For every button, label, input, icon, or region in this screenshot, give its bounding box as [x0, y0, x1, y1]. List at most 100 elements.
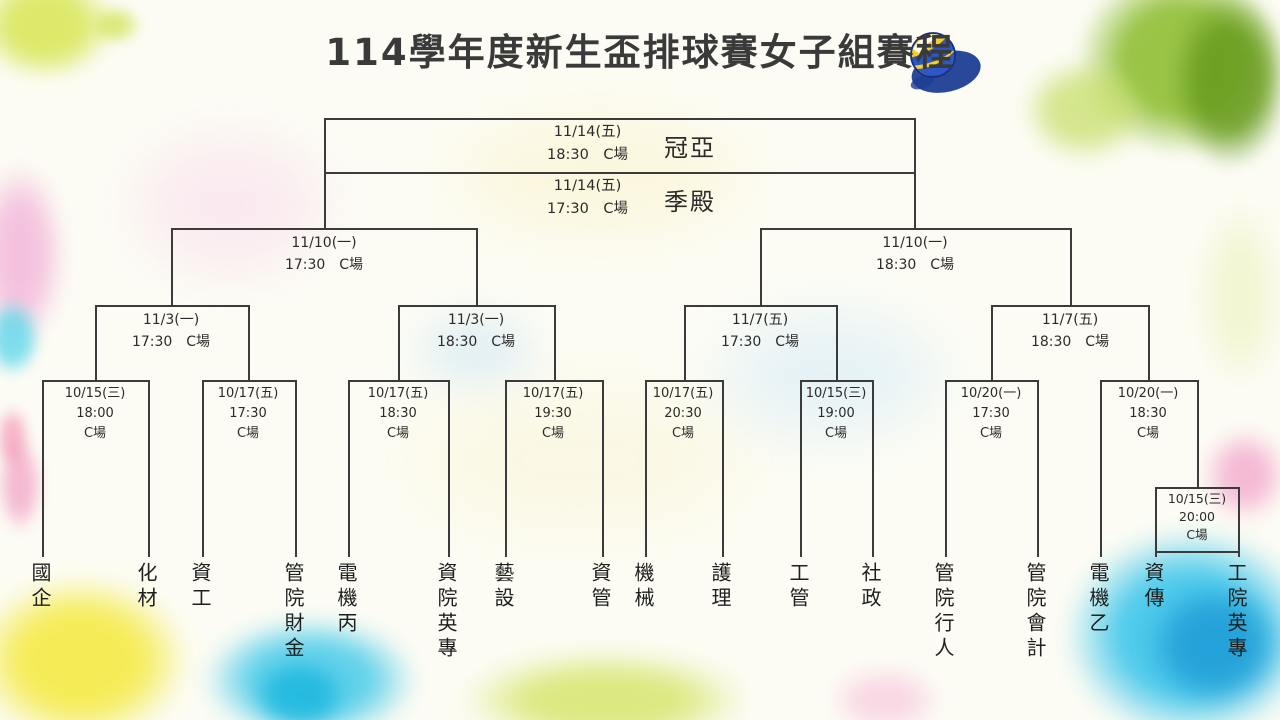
match-time-venue: 18:30 C場: [547, 147, 628, 164]
watercolor-splash-bottom-pink: [810, 655, 960, 720]
bracket-line: [148, 380, 150, 557]
bracket-line: [42, 380, 148, 382]
bracket-line: [295, 380, 297, 557]
team-label: 工管: [786, 562, 810, 612]
team-label: 資工: [188, 562, 212, 612]
match-venue: C場: [1186, 527, 1208, 543]
match-venue: C場: [386, 426, 410, 442]
team-label: 資院英專: [434, 562, 458, 662]
bracket-line: [684, 305, 686, 380]
round1-match-1-info: 10/15(三) 18:00 C場: [45, 384, 145, 444]
match-time: 20:00: [1178, 509, 1216, 525]
team-label: 藝設: [491, 562, 515, 612]
team-label: 工院英專: [1224, 562, 1248, 662]
bracket-line: [348, 380, 448, 382]
match-date: 11/7(五): [731, 312, 789, 328]
bracket-line: [991, 305, 1148, 307]
page-title: 114學年度新生盃排球賽女子組賽程: [325, 31, 955, 74]
match-time: 19:30: [534, 406, 572, 422]
match-date: 11/10(一): [291, 235, 357, 251]
bracket-line: [476, 228, 478, 305]
team-label: 資管: [588, 562, 612, 612]
match-venue: C場: [83, 426, 107, 442]
round1-match-7-info: 10/20(一) 17:30 C場: [941, 384, 1041, 444]
watercolor-splash-top-left-yellowgreen: [0, 0, 140, 100]
watercolor-splash-bottom-cyan: [165, 595, 455, 720]
match-time-venue: 17:30 C場: [284, 256, 364, 273]
bracket-line: [645, 380, 722, 382]
final-match-info: 11/14(五) 18:30 C場: [500, 121, 675, 167]
watercolor-wash-yellow-lower: [300, 330, 860, 590]
team-label: 社政: [858, 562, 882, 612]
bracket-line: [505, 380, 602, 382]
match-date: 11/7(五): [1041, 312, 1099, 328]
match-date: 10/17(五): [367, 386, 429, 401]
round1-match-5-info: 10/17(五) 20:30 C場: [633, 384, 733, 444]
match-time: 18:30: [1129, 406, 1167, 422]
match-date: 11/10(一): [882, 235, 948, 251]
bracket-line: [800, 380, 872, 382]
bracket-line: [991, 305, 993, 380]
round1-match-8-info: 10/20(一) 18:30 C場: [1098, 384, 1198, 444]
match-date: 11/3(一): [142, 312, 200, 328]
watercolor-splash-bottom-green: [410, 635, 800, 720]
bracket-line: [171, 228, 173, 305]
bracket-line: [1037, 380, 1039, 557]
match-date: 11/14(五): [553, 124, 622, 140]
bracket-line: [324, 118, 326, 228]
watercolor-splash-top-left-small: [80, 0, 150, 50]
watercolor-splash-left-cyan: [0, 285, 50, 390]
bracket-line: [684, 305, 836, 307]
bracket-line: [760, 228, 1070, 230]
team-label: 國企: [28, 562, 52, 612]
match-time-venue: 17:30 C場: [720, 333, 800, 350]
match-venue: C場: [979, 426, 1003, 442]
match-time: 20:30: [664, 406, 702, 422]
bracket-line: [945, 380, 1037, 382]
play-in-match-info: 10/15(三) 20:00 C場: [1156, 490, 1238, 544]
match-date: 11/14(五): [553, 178, 622, 194]
team-label: 管院財金: [281, 562, 305, 662]
semifinal-2-info: 11/10(一) 18:30 C場: [835, 233, 995, 276]
bracket-line: [202, 380, 204, 557]
watercolor-splash-left-red-streak: [0, 395, 35, 480]
match-time: 18:30: [379, 406, 417, 422]
match-date: 10/17(五): [522, 386, 584, 401]
match-date: 10/15(三): [805, 386, 867, 401]
round1-match-3-info: 10/17(五) 18:30 C場: [348, 384, 448, 444]
match-date: 10/17(五): [217, 386, 279, 401]
bracket-line: [202, 380, 295, 382]
bracket-line: [1070, 228, 1072, 305]
match-date: 10/20(一): [960, 386, 1022, 401]
bracket-line: [1100, 380, 1197, 382]
quarterfinal-1-info: 11/3(一) 17:30 C場: [101, 310, 241, 353]
watercolor-wash-blue-right: [650, 270, 1010, 480]
match-venue: C場: [541, 426, 565, 442]
third-place-match-info: 11/14(五) 17:30 C場: [500, 175, 675, 221]
team-label: 化材: [134, 562, 158, 612]
third-place-label: 季殿: [664, 188, 716, 216]
bracket-line: [836, 305, 838, 380]
champion-label: 冠亞: [664, 134, 716, 162]
match-venue: C場: [236, 426, 260, 442]
quarterfinal-4-info: 11/7(五) 18:30 C場: [1000, 310, 1140, 353]
match-time: 17:30: [229, 406, 267, 422]
watercolor-splash-top-right-dark-green: [1150, 0, 1280, 200]
quarterfinal-3-info: 11/7(五) 17:30 C場: [690, 310, 830, 353]
round1-match-6-info: 10/15(三) 19:00 C場: [786, 384, 886, 444]
bracket-line: [1238, 487, 1240, 557]
match-time: 18:00: [76, 406, 114, 422]
match-date: 10/15(三): [1167, 491, 1227, 506]
team-label: 管院行人: [931, 562, 955, 662]
bracket-line: [95, 305, 248, 307]
match-time: 19:00: [817, 406, 855, 422]
match-date: 10/20(一): [1117, 386, 1179, 401]
bracket-line: [42, 380, 44, 557]
match-time-venue: 18:30 C場: [436, 333, 516, 350]
round1-match-2-info: 10/17(五) 17:30 C場: [198, 384, 298, 444]
bracket-line: [914, 118, 916, 228]
match-date: 11/3(一): [447, 312, 505, 328]
bracket-line: [1148, 305, 1150, 380]
watercolor-splash-top-right-green: [1040, 0, 1280, 190]
